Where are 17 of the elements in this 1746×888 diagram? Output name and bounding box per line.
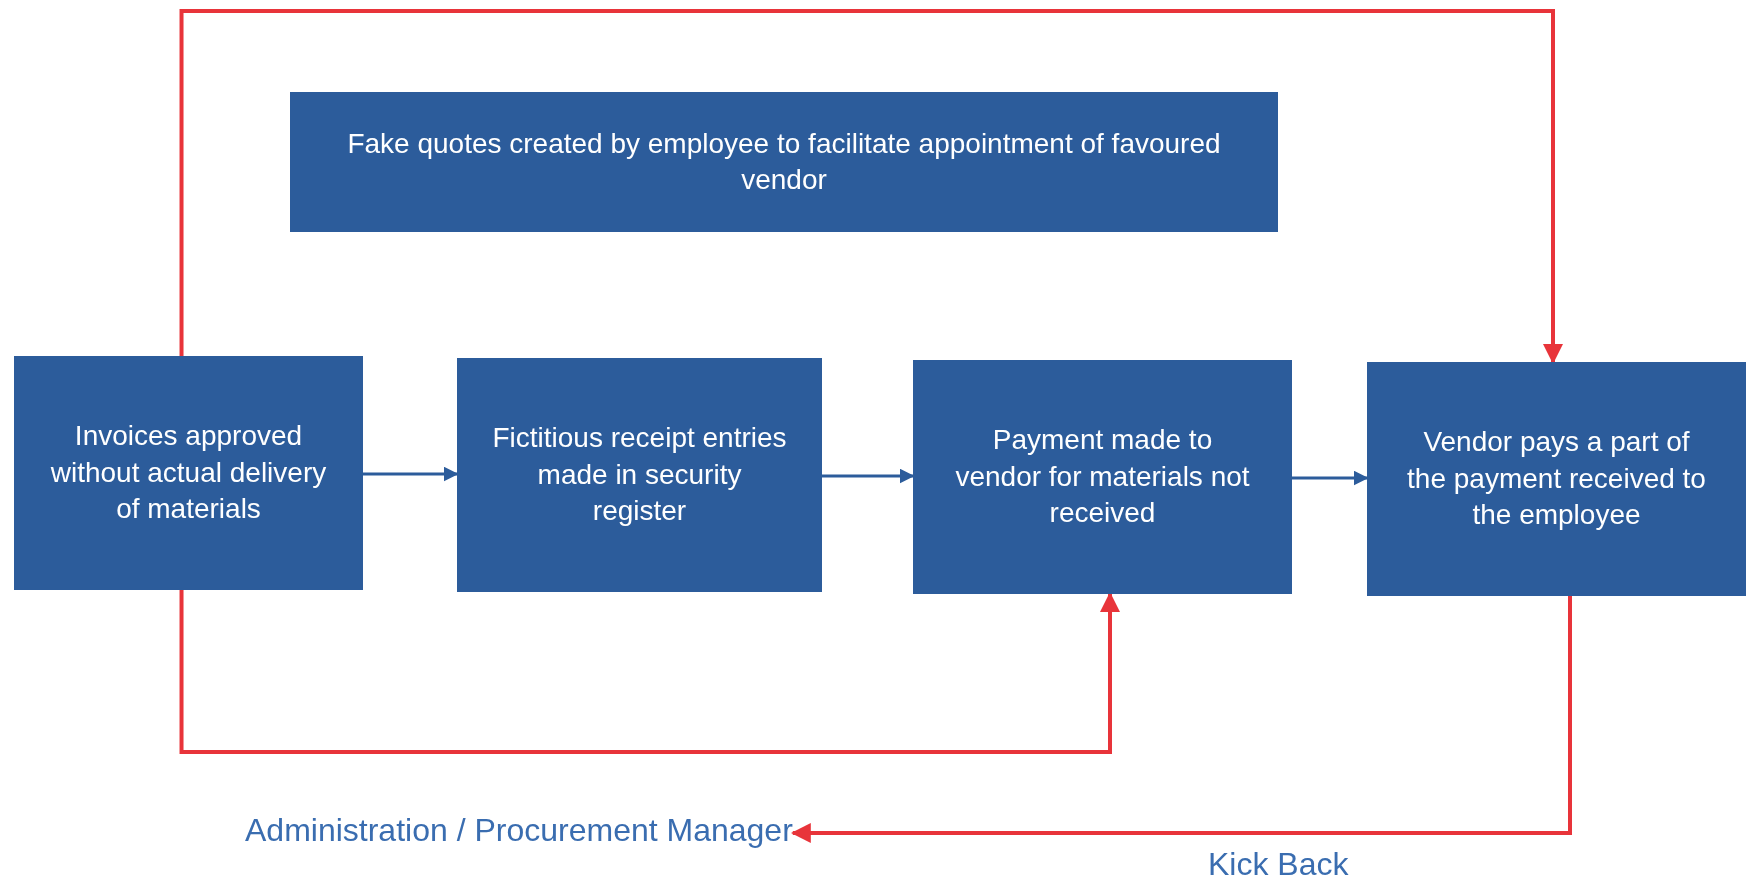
process-box bbox=[913, 360, 1292, 594]
arrow bbox=[822, 468, 915, 484]
process-box bbox=[290, 92, 1278, 232]
process-box bbox=[457, 358, 822, 592]
role-label: Administration / Procurement Manager bbox=[245, 812, 793, 849]
box-text: Invoices approved without actual delivery of materials bbox=[49, 419, 328, 527]
box-text: Payment made to vendor for materials not received bbox=[954, 423, 1251, 531]
arrow bbox=[363, 466, 459, 482]
arrow bbox=[1292, 470, 1369, 486]
box-text: Fictitious receipt entries made in security register bbox=[491, 421, 788, 529]
process-box bbox=[14, 356, 363, 590]
box-text: Vendor pays a part of the payment received to the employee bbox=[1406, 425, 1707, 533]
arrow bbox=[179, 590, 1120, 754]
box-text: Fake quotes created by employee to facilitate appointment of favoured vendor bbox=[346, 126, 1222, 197]
arrow bbox=[790, 596, 1572, 843]
arrow bbox=[179, 9, 1563, 364]
process-box bbox=[1367, 362, 1746, 596]
